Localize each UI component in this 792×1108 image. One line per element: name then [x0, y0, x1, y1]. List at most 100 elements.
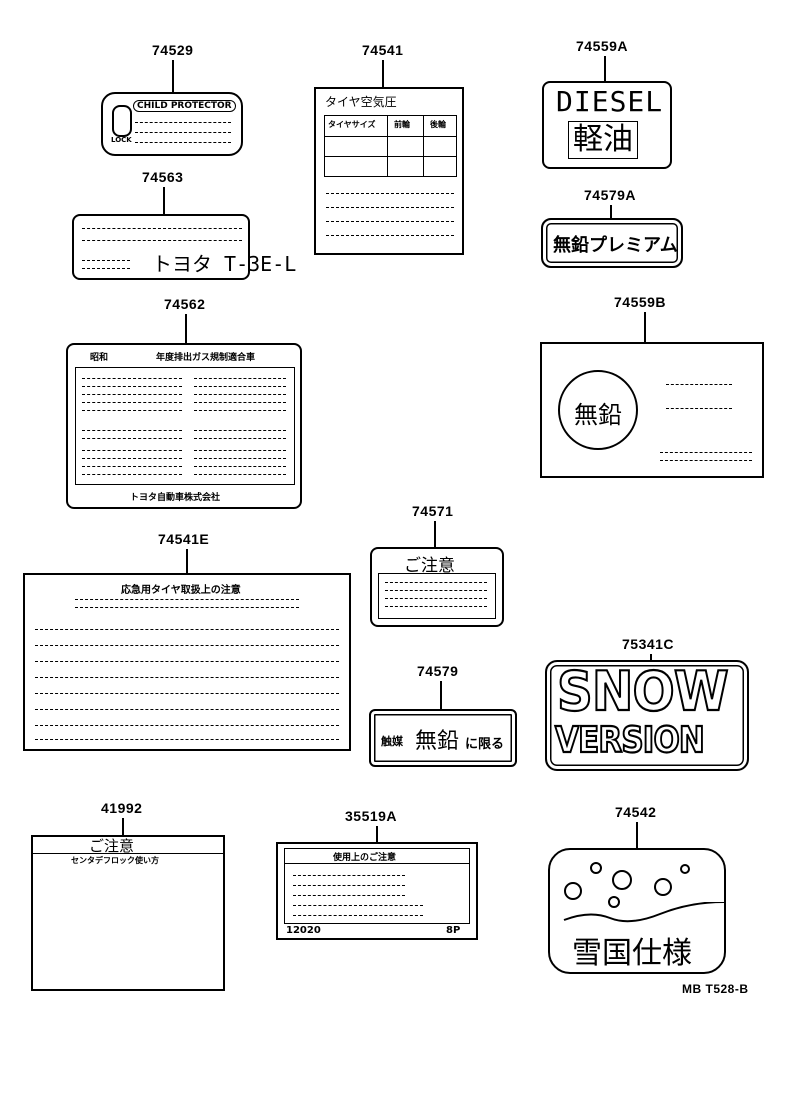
snowball-icon [612, 870, 632, 890]
toyota-corp-text: トヨタ自動車株式会社 [130, 493, 221, 503]
dashed-line [35, 693, 339, 694]
snowball-icon [680, 864, 690, 874]
label-74562[interactable]: 昭和 年度排出ガス規制適合車 トヨタ自動車株式会社 [66, 343, 302, 509]
label-74541E[interactable]: 応急用タイヤ取扱上の注意 [23, 573, 351, 751]
label-74559A[interactable]: DIESEL 軽油 [542, 81, 672, 169]
part-number-75341C: 75341C [622, 636, 675, 652]
label-74579A[interactable]: 無鉛プレミアム [541, 218, 683, 268]
dashed-line [35, 725, 339, 726]
label-74579[interactable]: 触媒 無鉛 に限る [369, 709, 517, 767]
figure-code: MB T528-B [682, 982, 749, 996]
leader-line [382, 60, 384, 88]
dashed-line [326, 235, 454, 236]
part-number-35519A: 35519A [345, 808, 398, 824]
showa-text: 昭和 [90, 353, 109, 363]
part-number-74562: 74562 [164, 296, 206, 312]
leader-line [440, 681, 442, 710]
part-number-74579: 74579 [417, 663, 459, 679]
part-number-74541: 74541 [362, 42, 404, 58]
dashed-line [82, 268, 130, 269]
part-number-74571: 74571 [412, 503, 454, 519]
leader-line [636, 822, 638, 849]
label-41992[interactable]: ご注意 センタデフロック使い方 [31, 835, 225, 991]
part-number-41992: 41992 [101, 800, 143, 816]
engine-code-text: トヨタ T-3E-L [152, 252, 297, 276]
label-74571[interactable]: ご注意 [370, 547, 504, 627]
dashed-line [135, 132, 231, 133]
dashed-line [82, 260, 130, 261]
leader-line [610, 205, 612, 219]
leader-line [122, 818, 124, 836]
snowball-icon [654, 878, 672, 896]
snowball-icon [590, 862, 602, 874]
code-left: 12020 [286, 925, 321, 936]
label-74541[interactable]: タイヤ空気圧 タイヤサイズ 前輪 後輪 [314, 87, 464, 255]
dashed-line [35, 677, 339, 678]
caution-frame [378, 573, 496, 619]
label-75341C[interactable]: SNOW VERSION [545, 659, 749, 771]
part-number-74529: 74529 [152, 42, 194, 58]
dashed-line [82, 228, 242, 229]
leader-line [604, 56, 606, 82]
unleaded-circle-text: 無鉛 [574, 401, 622, 429]
label-74559B[interactable]: 無鉛 [540, 342, 764, 478]
leader-line [163, 187, 165, 215]
tire-pressure-title: タイヤ空気圧 [325, 95, 397, 109]
premium-unleaded-text: 無鉛プレミアム [553, 235, 678, 256]
emission-title: 年度排出ガス規制適合車 [156, 353, 256, 363]
usage-frame: 使用上のご注意 [284, 848, 470, 924]
snow-hill-icon [563, 902, 724, 923]
only-text: に限る [465, 737, 505, 752]
dashed-line [660, 460, 752, 461]
dashed-line [326, 221, 454, 222]
child-protector-title: CHILD PROTECTOR [133, 100, 236, 112]
lock-knob-icon [112, 105, 132, 137]
leader-line [644, 312, 646, 343]
col-front: 前輪 [394, 120, 410, 129]
part-number-74579A: 74579A [584, 187, 637, 203]
snow-text: SNOW [556, 659, 730, 724]
keiyu-text: 軽油 [568, 121, 638, 159]
part-number-74542: 74542 [615, 804, 657, 820]
dashed-line [666, 384, 732, 385]
emission-table [75, 367, 295, 485]
label-74542[interactable]: 雪国仕様 [548, 848, 726, 974]
leader-line [186, 549, 188, 574]
catalyst-text: 触媒 [381, 735, 403, 748]
leader-line [434, 521, 436, 548]
dashed-line [326, 193, 454, 194]
leader-line [376, 826, 378, 843]
snow-country-spec-text: 雪国仕様 [572, 936, 692, 971]
leader-line [185, 314, 187, 344]
snowball-icon [564, 882, 582, 900]
label-35519A[interactable]: 使用上のご注意 12020 8P [276, 842, 478, 940]
leader-line [650, 654, 652, 661]
leader-line [172, 60, 174, 93]
usage-caution-title: 使用上のご注意 [333, 853, 397, 863]
dashed-line [75, 607, 299, 608]
center-diff-lock-text: センタデフロック使い方 [71, 856, 159, 865]
diesel-text: DIESEL [556, 85, 664, 118]
spare-tire-caution-title: 応急用タイヤ取扱上の注意 [121, 585, 241, 596]
dashed-line [666, 408, 732, 409]
label-74563[interactable]: トヨタ T-3E-L [72, 214, 296, 280]
part-number-74559A: 74559A [576, 38, 629, 54]
part-number-74541E: 74541E [158, 531, 210, 547]
dashed-line [135, 122, 231, 123]
version-text: VERSION [554, 719, 706, 762]
dashed-line [35, 739, 339, 740]
dashed-line [35, 629, 339, 630]
code-right: 8P [446, 925, 461, 936]
part-number-74563: 74563 [142, 169, 184, 185]
unleaded-circle [558, 370, 638, 450]
dashed-line [35, 645, 339, 646]
header-divider [33, 853, 223, 854]
dashed-line [326, 207, 454, 208]
dashed-line [82, 240, 242, 241]
tire-pressure-table: タイヤサイズ 前輪 後輪 [324, 115, 457, 177]
dashed-line [75, 599, 299, 600]
dashed-line [660, 452, 752, 453]
label-74529[interactable]: LOCK CHILD PROTECTOR [101, 92, 243, 156]
caution-title: ご注意 [89, 837, 135, 855]
snowball-icon [608, 896, 620, 908]
